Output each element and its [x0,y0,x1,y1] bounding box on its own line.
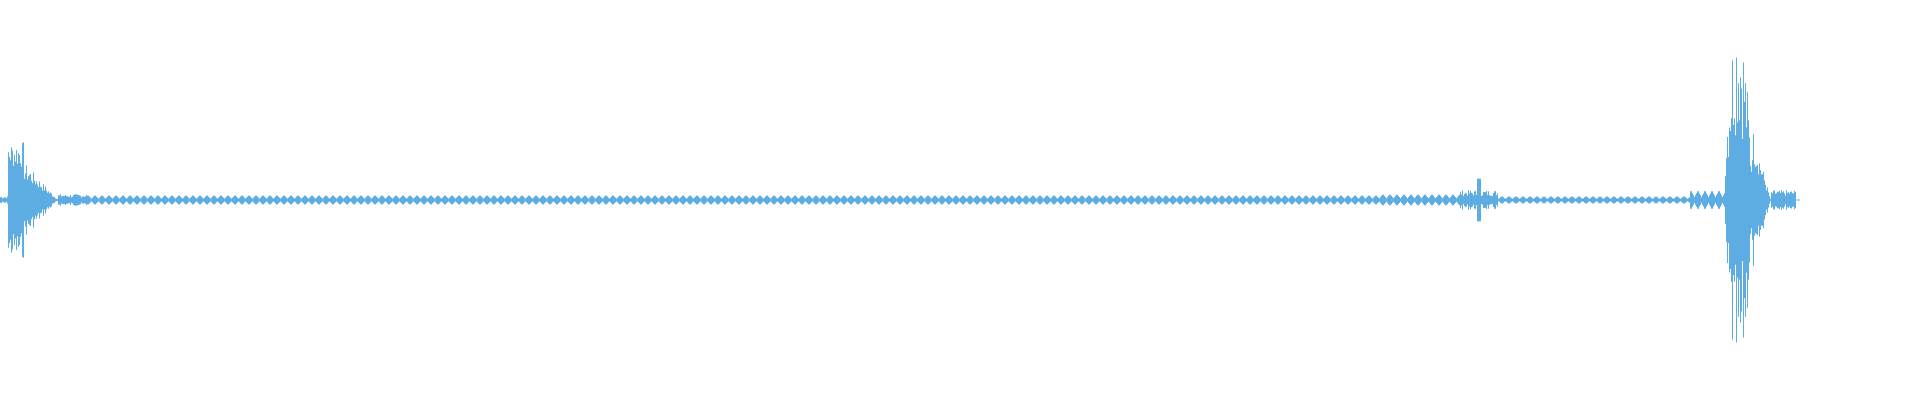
waveform-bars [0,57,1796,343]
